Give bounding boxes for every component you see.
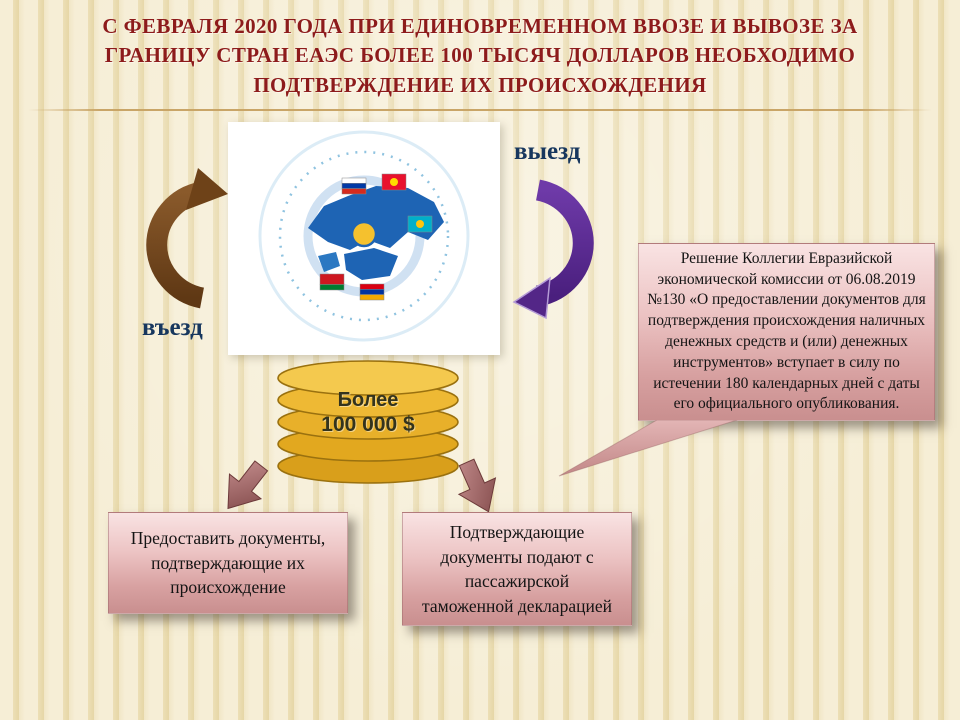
exit-label: выезд [514, 138, 581, 165]
title-divider [28, 109, 932, 111]
kyrgyzstan-flag [381, 173, 407, 191]
entry-label: въезд [142, 314, 203, 341]
amount-line2: 100 000 $ [321, 413, 415, 436]
belarus-flag [319, 273, 345, 291]
down-arrow-right-icon [446, 456, 510, 525]
kazakhstan-flag [407, 215, 433, 233]
eaeu-map-icon [256, 128, 472, 349]
eaeu-map-panel [228, 122, 500, 355]
slide-title: С ФЕВРАЛЯ 2020 ГОДА ПРИ ЕДИНОВРЕМЕННОМ В… [102, 14, 858, 97]
entry-curved-arrow-icon [110, 166, 230, 327]
requirement-box-right: Подтверждающие документы подают с пассаж… [402, 512, 632, 626]
down-arrow-left-icon [212, 456, 276, 525]
amount-label: Более 100 000 $ [288, 388, 448, 437]
coins-icon [272, 354, 464, 491]
requirement-box-left: Предоставить документы, подтверждающие и… [108, 512, 348, 614]
callout-tail [545, 419, 740, 485]
decision-callout: Решение Коллегии Евразийской экономическ… [638, 243, 935, 421]
russia-flag [341, 177, 367, 195]
amount-line1: Более [337, 389, 399, 411]
exit-curved-arrow-icon [512, 166, 632, 327]
armenia-flag [359, 283, 385, 301]
